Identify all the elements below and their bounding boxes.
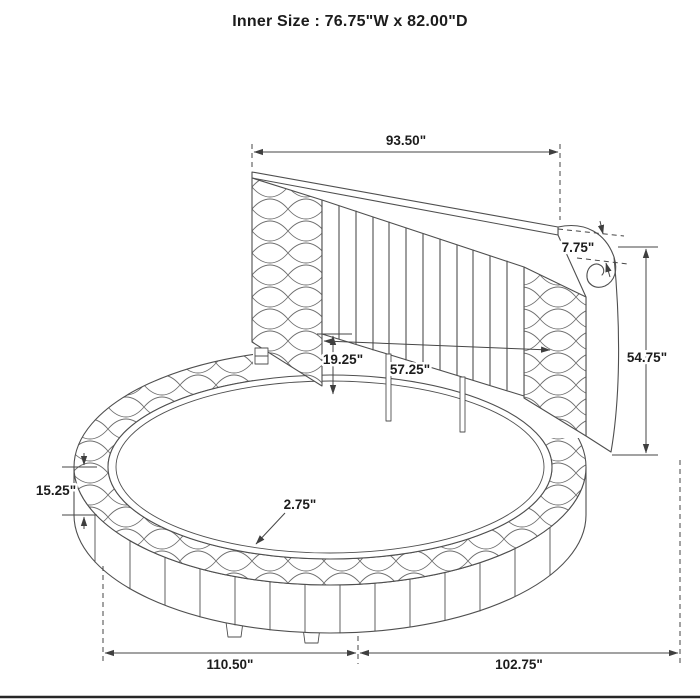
scroll-detail — [586, 256, 617, 288]
bed-drawing — [73, 171, 620, 644]
hardware-bracket — [254, 347, 269, 365]
scroll-arm — [557, 225, 620, 453]
dim-left-height: 15.25" — [33, 453, 97, 529]
headboard-left-wing — [251, 177, 323, 387]
platform-panel-seams — [94, 513, 551, 634]
dim-headboard-depth: 7.75" — [557, 220, 629, 278]
dim-inner-height: 19.25" — [317, 333, 366, 395]
mattress-deck — [107, 374, 553, 560]
dim-headboard-depth-label: 7.75" — [562, 240, 595, 255]
dim-right-height: 54.75" — [612, 246, 670, 456]
channel-tufting-lines — [338, 205, 508, 391]
dim-rail-thickness-label: 2.75" — [284, 497, 317, 512]
headboard-top-rail — [251, 171, 559, 236]
dim-rail-thickness: 2.75" — [255, 495, 319, 545]
headboard-support-legs — [385, 353, 466, 433]
dim-bottom-left-label: 110.50" — [207, 657, 254, 672]
dim-bottom-left: 110.50" — [102, 566, 359, 675]
inner-size-title: Inner Size : 76.75"W x 82.00"D — [232, 13, 468, 30]
dim-right-height-label: 54.75" — [627, 350, 667, 365]
dim-left-height-label: 15.25" — [36, 483, 76, 498]
dimension-annotations: 93.50" 7.75" 54.75" 19.25" 57.25" 15.2 — [33, 131, 681, 675]
dim-inner-width: 57.25" — [323, 338, 551, 380]
dim-bottom-right-label: 102.75" — [495, 657, 543, 672]
dim-inner-height-label: 19.25" — [323, 352, 363, 367]
dim-bottom-right: 102.75" — [359, 460, 681, 675]
dim-inner-width-label: 57.25" — [390, 362, 430, 377]
dim-top-width-label: 93.50" — [386, 133, 426, 148]
dim-top-width: 93.50" — [251, 131, 561, 220]
